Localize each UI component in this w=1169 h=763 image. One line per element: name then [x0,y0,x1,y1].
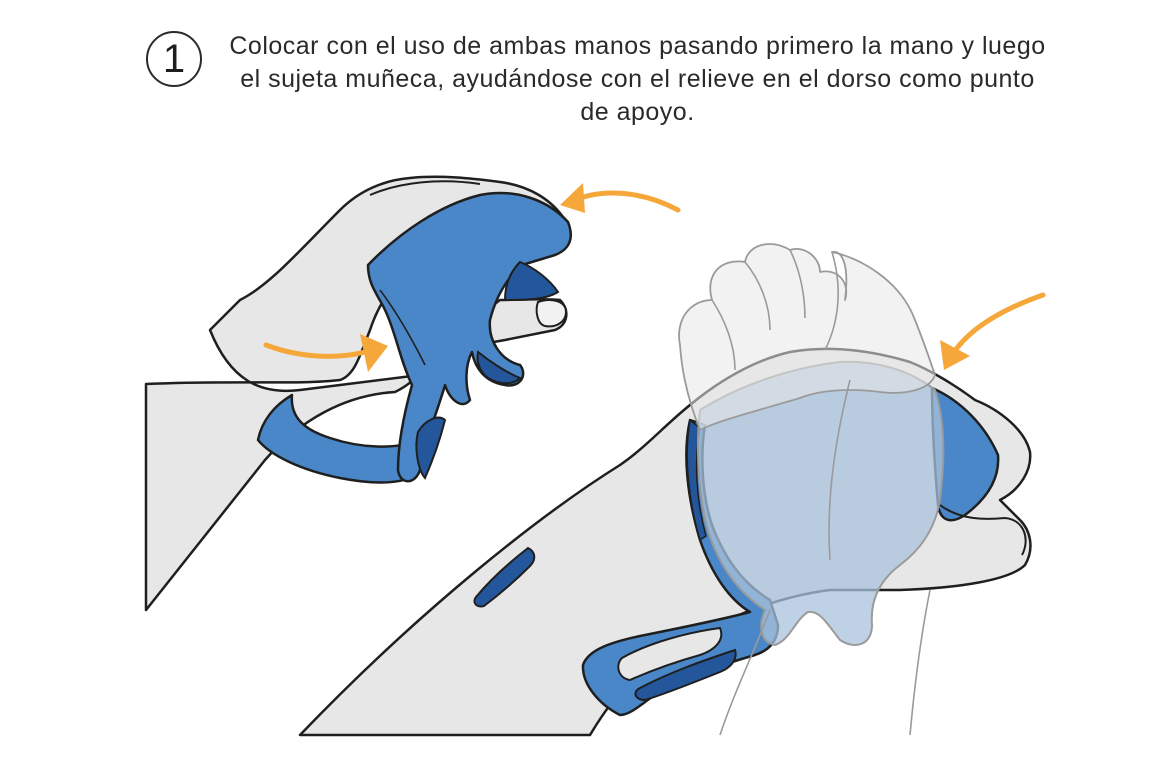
right-brace-slot [617,626,723,682]
left-forearm-hand [144,175,568,612]
step-number-badge: 1 [146,31,202,87]
left-brace-strap [256,393,422,484]
ghost-hand [678,243,936,431]
left-brace-dark-strip [476,350,522,385]
left-brace-dark-slot [415,416,447,480]
left-brace-dark-panel [503,260,560,302]
left-brace-inner-line [379,289,426,366]
right-brace-strap-pad [473,546,536,608]
ghost-forearm-lines [719,379,931,736]
step-header: 1 Colocar con el uso de ambas manos pasa… [0,0,1169,140]
left-thumb-nail [535,299,568,328]
right-thumb [939,504,1027,556]
ghost-finger-lines [711,249,839,371]
right-brace-dark-strip [634,648,737,702]
step-instruction: Colocar con el uso de ambas manos pasand… [229,32,1046,126]
right-scene [298,243,1046,737]
curved-arrow-icon [263,334,388,372]
left-scene [144,175,681,612]
left-knuckle-line [369,180,481,196]
curved-arrow-icon [940,292,1046,370]
curved-arrow-icon [560,183,681,213]
step-number: 1 [162,37,186,81]
left-brace-body [366,191,572,483]
